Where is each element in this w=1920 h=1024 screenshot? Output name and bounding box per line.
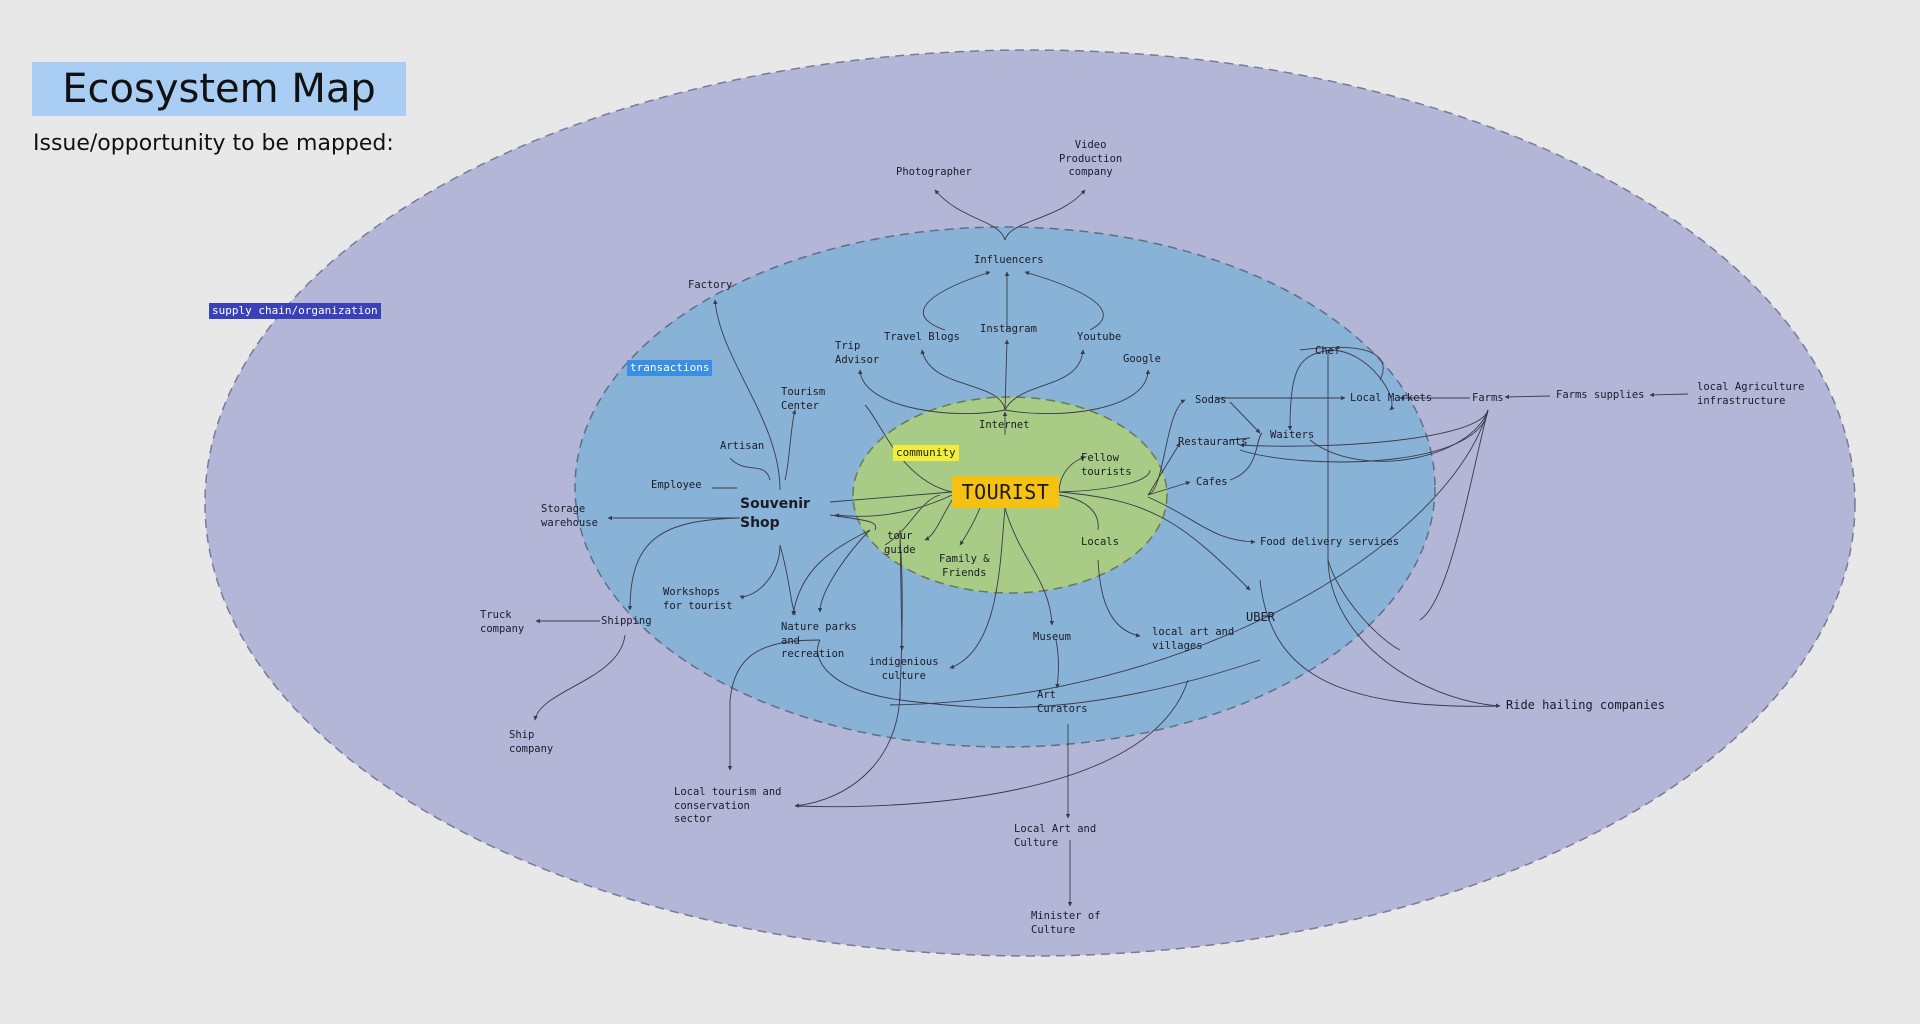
node-waiters: Waiters (1270, 429, 1315, 441)
node-indigenous-culture: indigenious culture (869, 656, 939, 682)
node-locals: Locals (1081, 536, 1119, 548)
node-family-friends: Family & Friends (939, 553, 990, 579)
node-nature-parks: Nature parks and recreation (781, 621, 857, 660)
node-ride-hailing: Ride hailing companies (1506, 698, 1665, 712)
node-instagram: Instagram (980, 323, 1037, 335)
node-sodas: Sodas (1195, 394, 1227, 406)
node-uber: UBER (1246, 610, 1275, 624)
node-video-production: Video Production company (1059, 139, 1123, 178)
node-local-agriculture: local Agriculture infrastructure (1697, 381, 1805, 407)
node-workshops: Workshops for tourist (663, 586, 733, 612)
node-influencers: Influencers (974, 254, 1044, 266)
node-food-delivery: Food delivery services (1260, 536, 1400, 548)
node-fellow-tourists: Fellow tourists (1081, 452, 1132, 478)
node-tourism-center: Tourism Center (781, 386, 826, 412)
connector-lines (533, 189, 1689, 907)
node-art-curators: Art Curators (1037, 689, 1088, 715)
node-storage-warehouse: Storage warehouse (541, 503, 598, 529)
node-google: Google (1123, 353, 1161, 365)
node-artisan: Artisan (720, 440, 765, 452)
issue-label: Issue/opportunity to be mapped: (33, 131, 394, 156)
node-ship-company: Ship company (509, 729, 554, 755)
inner-ring-label: community (893, 445, 959, 461)
node-trip-advisor: Trip Advisor (835, 340, 880, 366)
node-cafes: Cafes (1196, 476, 1228, 488)
node-tour-guide: tour guide (884, 530, 916, 556)
node-restaurants: Restaurants (1178, 436, 1248, 448)
page-title: Ecosystem Map (32, 62, 406, 116)
center-node: TOURIST (952, 476, 1059, 508)
node-museum: Museum (1033, 631, 1071, 643)
node-souvenir-shop: Souvenir Shop (740, 496, 810, 531)
node-factory: Factory (688, 279, 733, 291)
node-photographer: Photographer (896, 166, 972, 178)
node-local-tourism: Local tourism and conservation sector (674, 786, 782, 825)
node-travel-blogs: Travel Blogs (884, 331, 960, 343)
node-youtube: Youtube (1077, 331, 1122, 343)
node-chef: Chef (1315, 345, 1341, 357)
node-local-art-villages: local art and villages (1152, 626, 1235, 652)
outer-ring-label: supply chain/organization (209, 303, 381, 319)
node-employee: Employee (651, 479, 702, 491)
node-farms-supplies: Farms supplies (1556, 389, 1645, 401)
node-local-art-culture: Local Art and Culture (1014, 823, 1097, 849)
node-truck-company: Truck company (480, 609, 525, 635)
node-internet: Internet (979, 419, 1030, 431)
node-farms: Farms (1472, 392, 1504, 404)
middle-ring-label: transactions (627, 360, 713, 376)
node-shipping: Shipping (601, 615, 652, 627)
node-minister-culture: Minister of Culture (1031, 910, 1101, 936)
node-local-markets: Local Markets (1350, 392, 1433, 404)
